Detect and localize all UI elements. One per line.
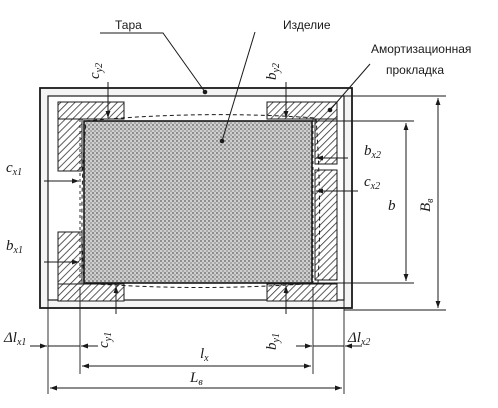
dim-label-cy1: cy1	[96, 332, 114, 348]
pad-top-left-horizontal	[57, 101, 125, 120]
leader-tara	[100, 32, 206, 93]
pad-mid-right-vertical	[314, 169, 338, 281]
dim-label-Lv: Lв	[189, 370, 203, 388]
dim-label-lx: lx	[200, 346, 209, 364]
label-amort-line1: Амортизационная	[371, 42, 471, 56]
dim-label-b: b	[388, 198, 396, 214]
label-amort-line2: прокладка	[386, 63, 444, 77]
pad-bottom-left-horizontal	[57, 283, 125, 302]
pad-top-right-vertical	[314, 118, 338, 165]
dim-label-dlx2: Δlx2	[347, 330, 370, 348]
dim-label-Bv: Bв	[418, 198, 436, 212]
leader-amort	[329, 63, 371, 111]
dim-label-by1: by1	[264, 333, 282, 350]
pad-bottom-left-vertical	[57, 231, 83, 285]
dim-label-cx1: cx1	[6, 160, 22, 178]
dim-label-by2: by2	[264, 63, 282, 80]
dim-label-cx2: cx2	[364, 174, 380, 192]
label-tara: Тара	[115, 18, 142, 32]
pad-top-left-vertical	[57, 118, 83, 172]
dim-label-bx2: bx2	[364, 143, 381, 161]
dim-label-dlx1: Δlx1	[3, 330, 26, 348]
leader-izdelie	[221, 31, 256, 142]
pad-bottom-right-horizontal	[266, 283, 338, 302]
dim-label-bx1: bx1	[6, 238, 23, 256]
pad-top-right-horizontal	[266, 101, 338, 120]
label-izdelie: Изделие	[283, 18, 331, 32]
product-body	[83, 120, 313, 284]
dim-label-cy2: cy2	[87, 63, 105, 79]
